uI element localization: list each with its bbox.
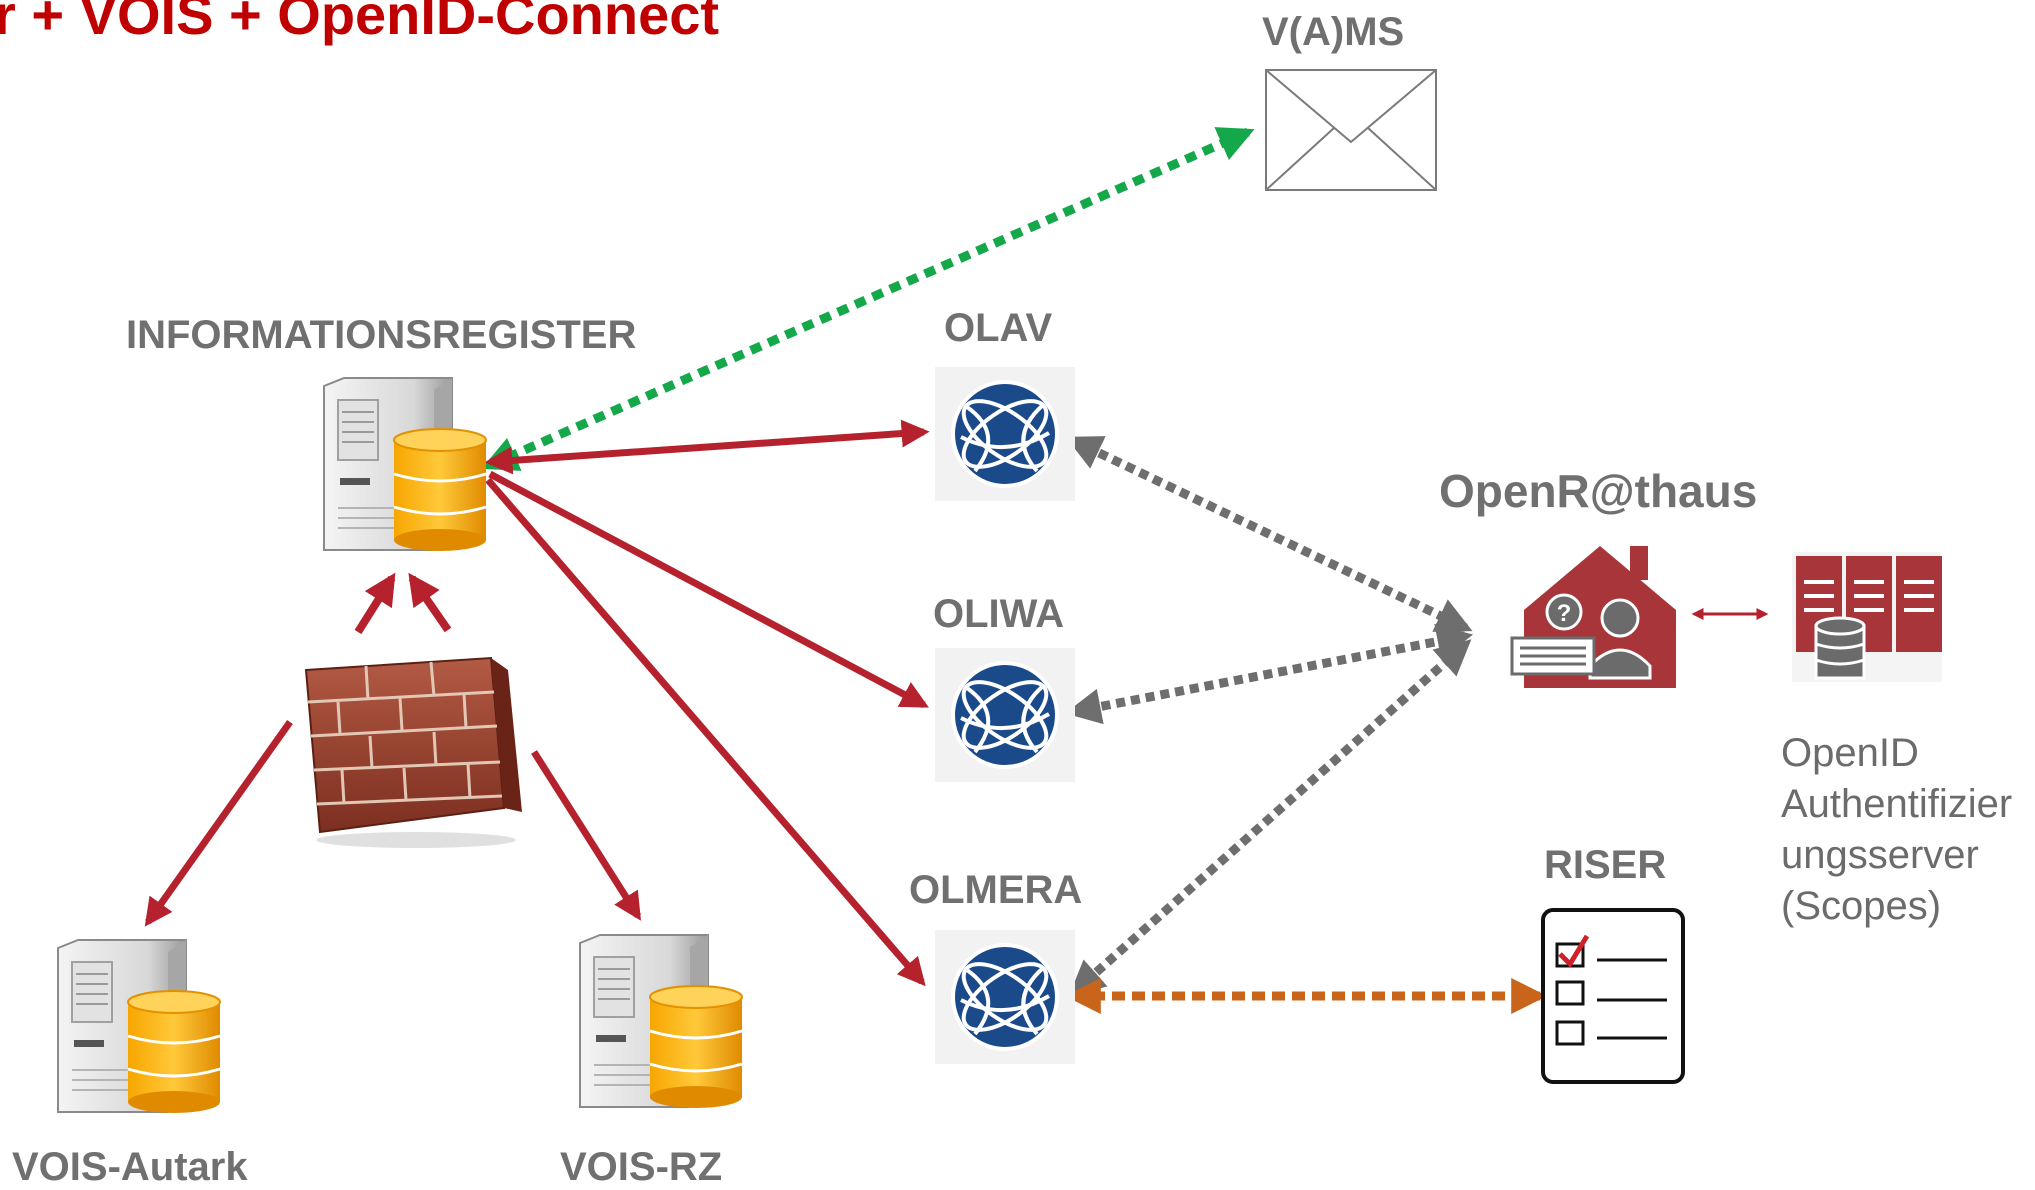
olav-label: OLAV	[944, 306, 1053, 350]
town-hall-user-icon: ?	[1510, 546, 1676, 688]
olmera-label: OLMERA	[909, 868, 1083, 912]
link-vams-informationsregister	[481, 127, 1255, 471]
openid-desc-line-3: ungsserver	[1781, 833, 1979, 877]
link-firewall-informationsregister-a	[354, 572, 396, 635]
vois-rz-server-icon	[578, 933, 744, 1110]
riser-label: RISER	[1544, 843, 1667, 887]
oliwa-globe-icon	[933, 646, 1077, 784]
informationsregister-server-icon	[322, 376, 488, 553]
vams-label: V(A)MS	[1262, 10, 1405, 54]
informationsregister-label: INFORMATIONSREGISTER	[126, 313, 637, 357]
link-informationsregister-olmera	[485, 477, 926, 987]
vois-autark-server-icon	[56, 938, 222, 1115]
oliwa-label: OLIWA	[933, 592, 1065, 636]
vois-autark-label: VOIS-Autark	[12, 1145, 248, 1189]
openid-desc-line-4: (Scopes)	[1781, 884, 1942, 928]
openid-server-description: OpenID Authentifizier ungsserver (Scopes…	[1781, 728, 2031, 932]
link-firewall-informationsregister-b	[408, 572, 452, 633]
page-title: r + VOIS + OpenID-Connect	[0, 0, 720, 46]
links	[144, 127, 1769, 1014]
openid-desc-line-2: Authentifizier	[1781, 782, 2013, 826]
firewall-brick-wall-icon	[304, 656, 522, 848]
svg-text:?: ?	[1557, 600, 1572, 627]
olav-globe-icon	[933, 365, 1077, 503]
olmera-globe-icon	[933, 928, 1077, 1066]
vois-rz-label: VOIS-RZ	[560, 1145, 723, 1189]
server-rack-database-icon	[1792, 552, 1942, 682]
link-firewall-vois-rz	[531, 750, 641, 921]
link-olmera-openrathaus	[1068, 639, 1472, 997]
openid-desc-line-1: OpenID	[1781, 731, 1919, 775]
link-olav-openrathaus	[1065, 435, 1473, 633]
link-informationsregister-olav	[484, 419, 930, 475]
link-firewall-vois-autark	[144, 719, 293, 927]
envelope-icon	[1265, 69, 1437, 191]
checklist-icon	[1541, 908, 1685, 1084]
link-informationsregister-oliwa	[488, 470, 929, 709]
openrathaus-label: OpenR@thaus	[1439, 465, 1758, 517]
